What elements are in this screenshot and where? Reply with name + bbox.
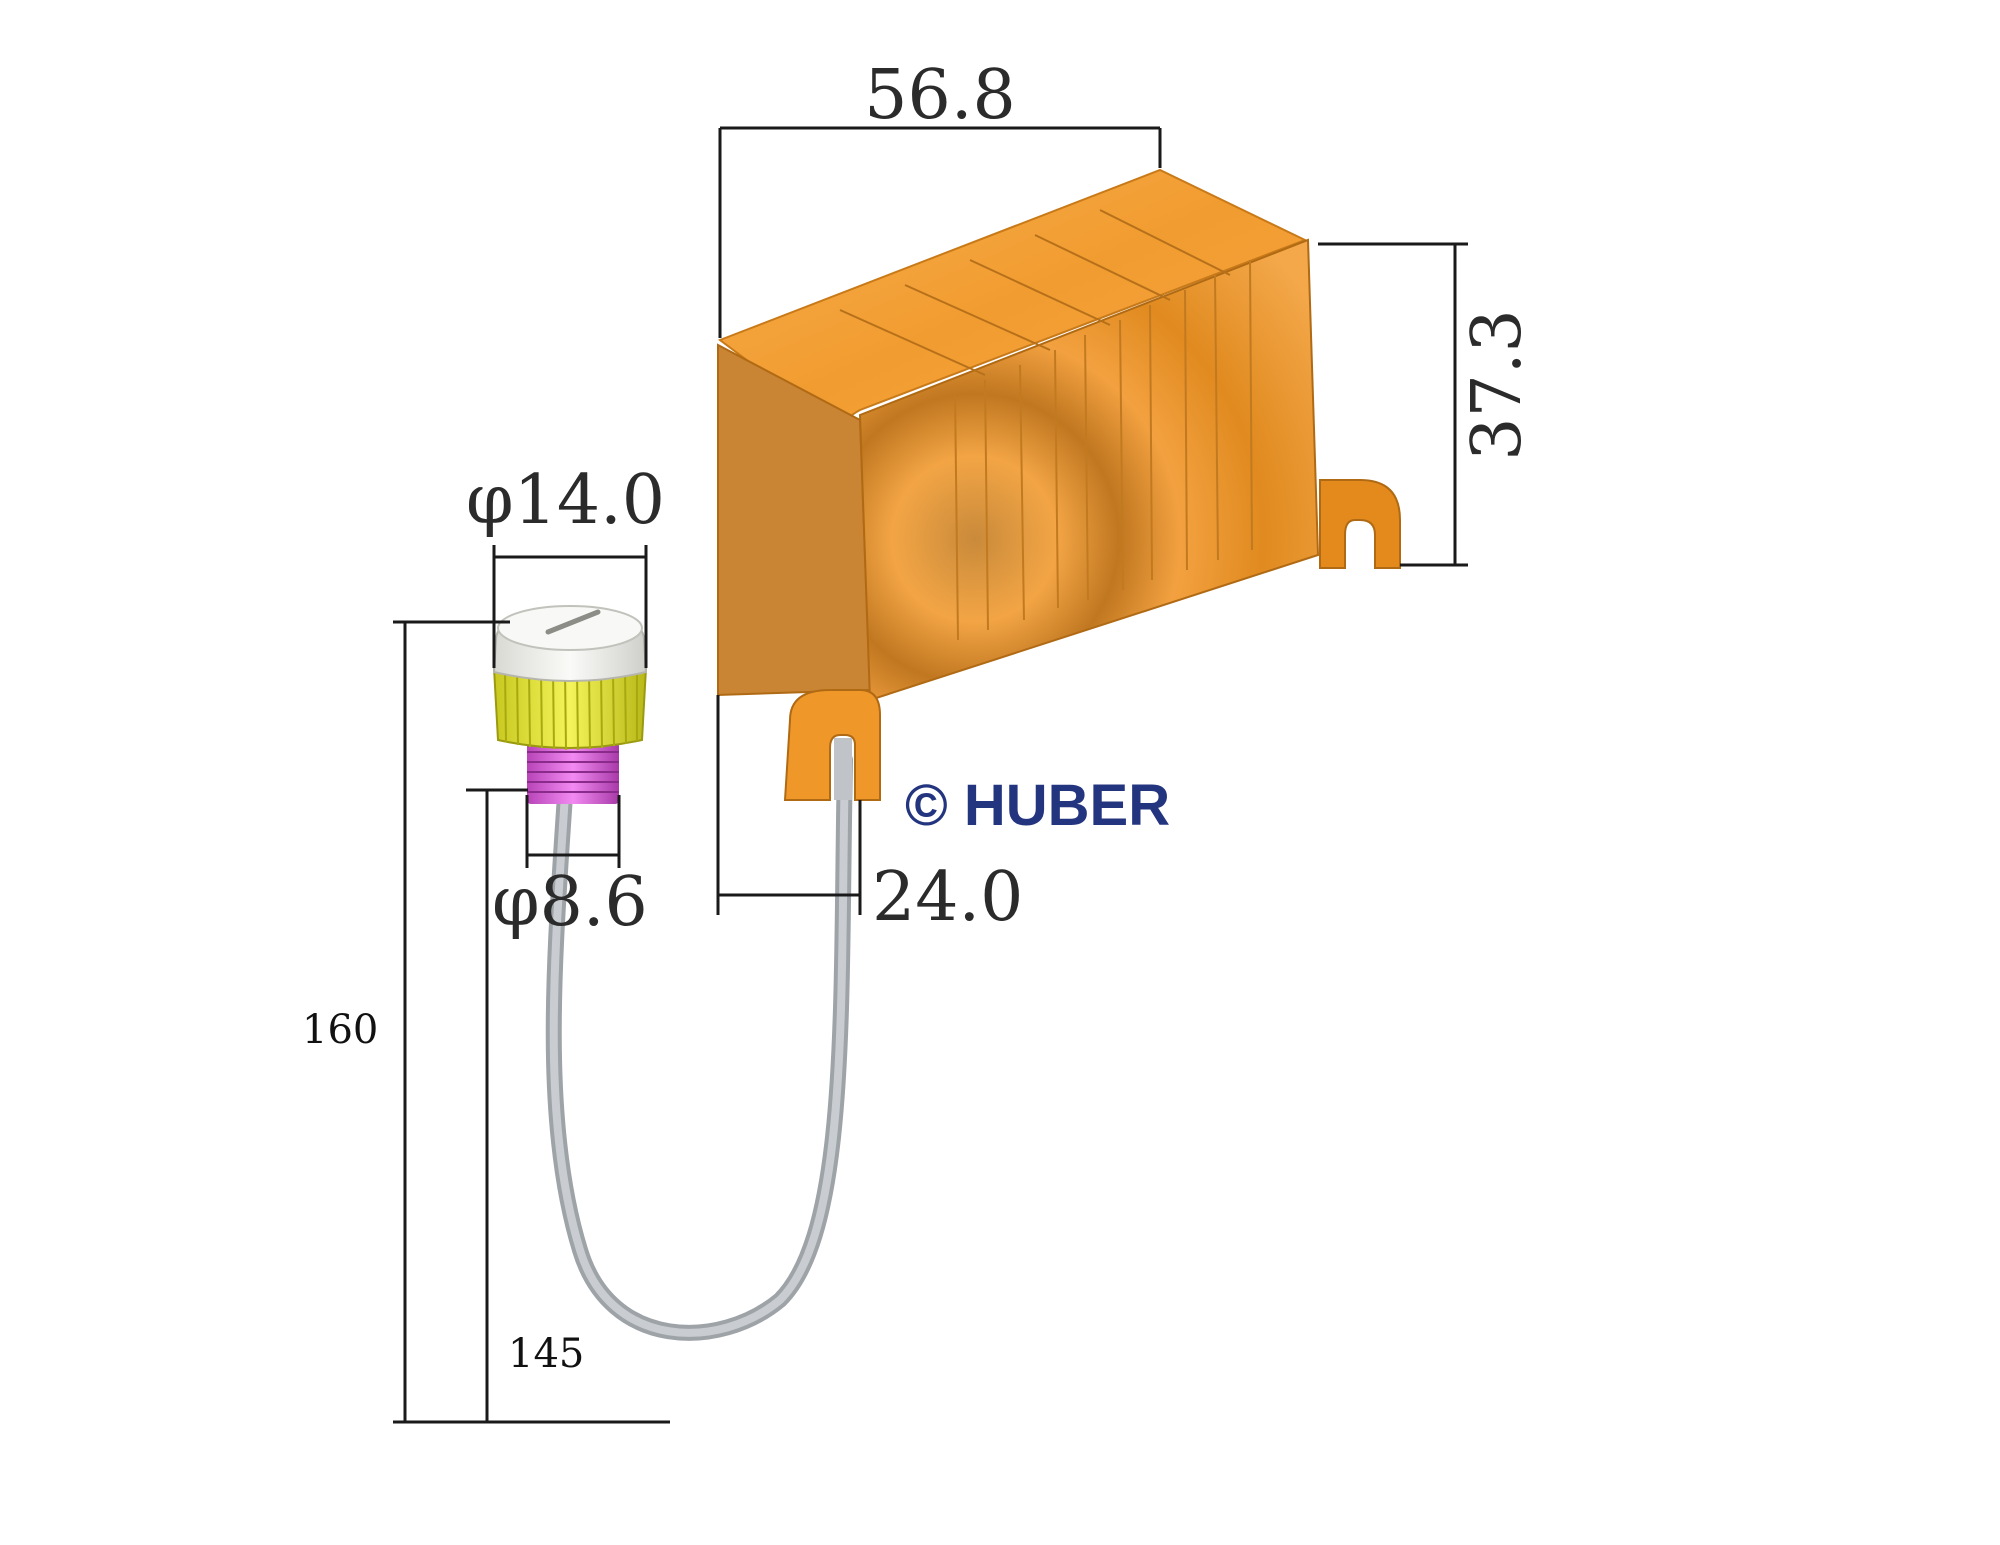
- rib-line: [984, 379, 989, 631]
- knurl-ring: [492, 667, 648, 749]
- cap-slot: [545, 609, 601, 635]
- rib-line: [1214, 274, 1219, 561]
- dim-label-cable-length: 145: [508, 1331, 584, 1377]
- dimension-line-thread-diameter: [525, 795, 621, 868]
- rib-line: [1119, 319, 1124, 591]
- rib-line: [1084, 334, 1089, 601]
- rib-line: [1034, 234, 1171, 301]
- cable-highlight: [549, 756, 849, 1337]
- mounting-tab-left-hole: [834, 738, 852, 800]
- rib-line: [1149, 304, 1153, 581]
- dim-label-thread-diameter: φ8.6: [492, 863, 648, 942]
- dim-label-depth: 24.0: [872, 858, 1023, 937]
- rib-line: [1099, 209, 1231, 276]
- brand-watermark: © HUBER: [905, 773, 1170, 838]
- knurl-lines: [504, 669, 638, 751]
- dim-label-cap-diameter: φ14.0: [466, 461, 665, 540]
- rib-line: [1249, 259, 1253, 551]
- connector: [492, 605, 648, 804]
- rib-line: [1054, 349, 1059, 609]
- cap-top: [497, 605, 643, 651]
- rib-line: [1019, 364, 1025, 621]
- cable: [545, 752, 853, 1341]
- housing: [717, 168, 1401, 801]
- dimension-line-cap-diameter: [492, 545, 648, 668]
- dimension-line-height: [1318, 242, 1468, 567]
- dim-label-height: 37.3: [1458, 309, 1537, 460]
- rib-line: [954, 389, 959, 641]
- rib-line: [904, 284, 1051, 351]
- dimension-line-width: [718, 126, 1162, 338]
- dimension-line-total-length: [393, 620, 670, 1424]
- dim-label-width: 56.8: [864, 56, 1015, 135]
- dimension-line-cable-length: [466, 788, 528, 1422]
- mounting-tab-left: [783, 689, 881, 801]
- thread-grooves: [527, 751, 619, 793]
- dim-label-total-length: 160: [302, 1007, 378, 1053]
- mounting-tab-right: [1319, 479, 1401, 569]
- rib-line: [1184, 289, 1188, 571]
- housing-front-face: [858, 238, 1320, 702]
- rib-line: [969, 259, 1111, 326]
- rib-line: [839, 309, 986, 376]
- dimension-line-depth: [716, 695, 862, 915]
